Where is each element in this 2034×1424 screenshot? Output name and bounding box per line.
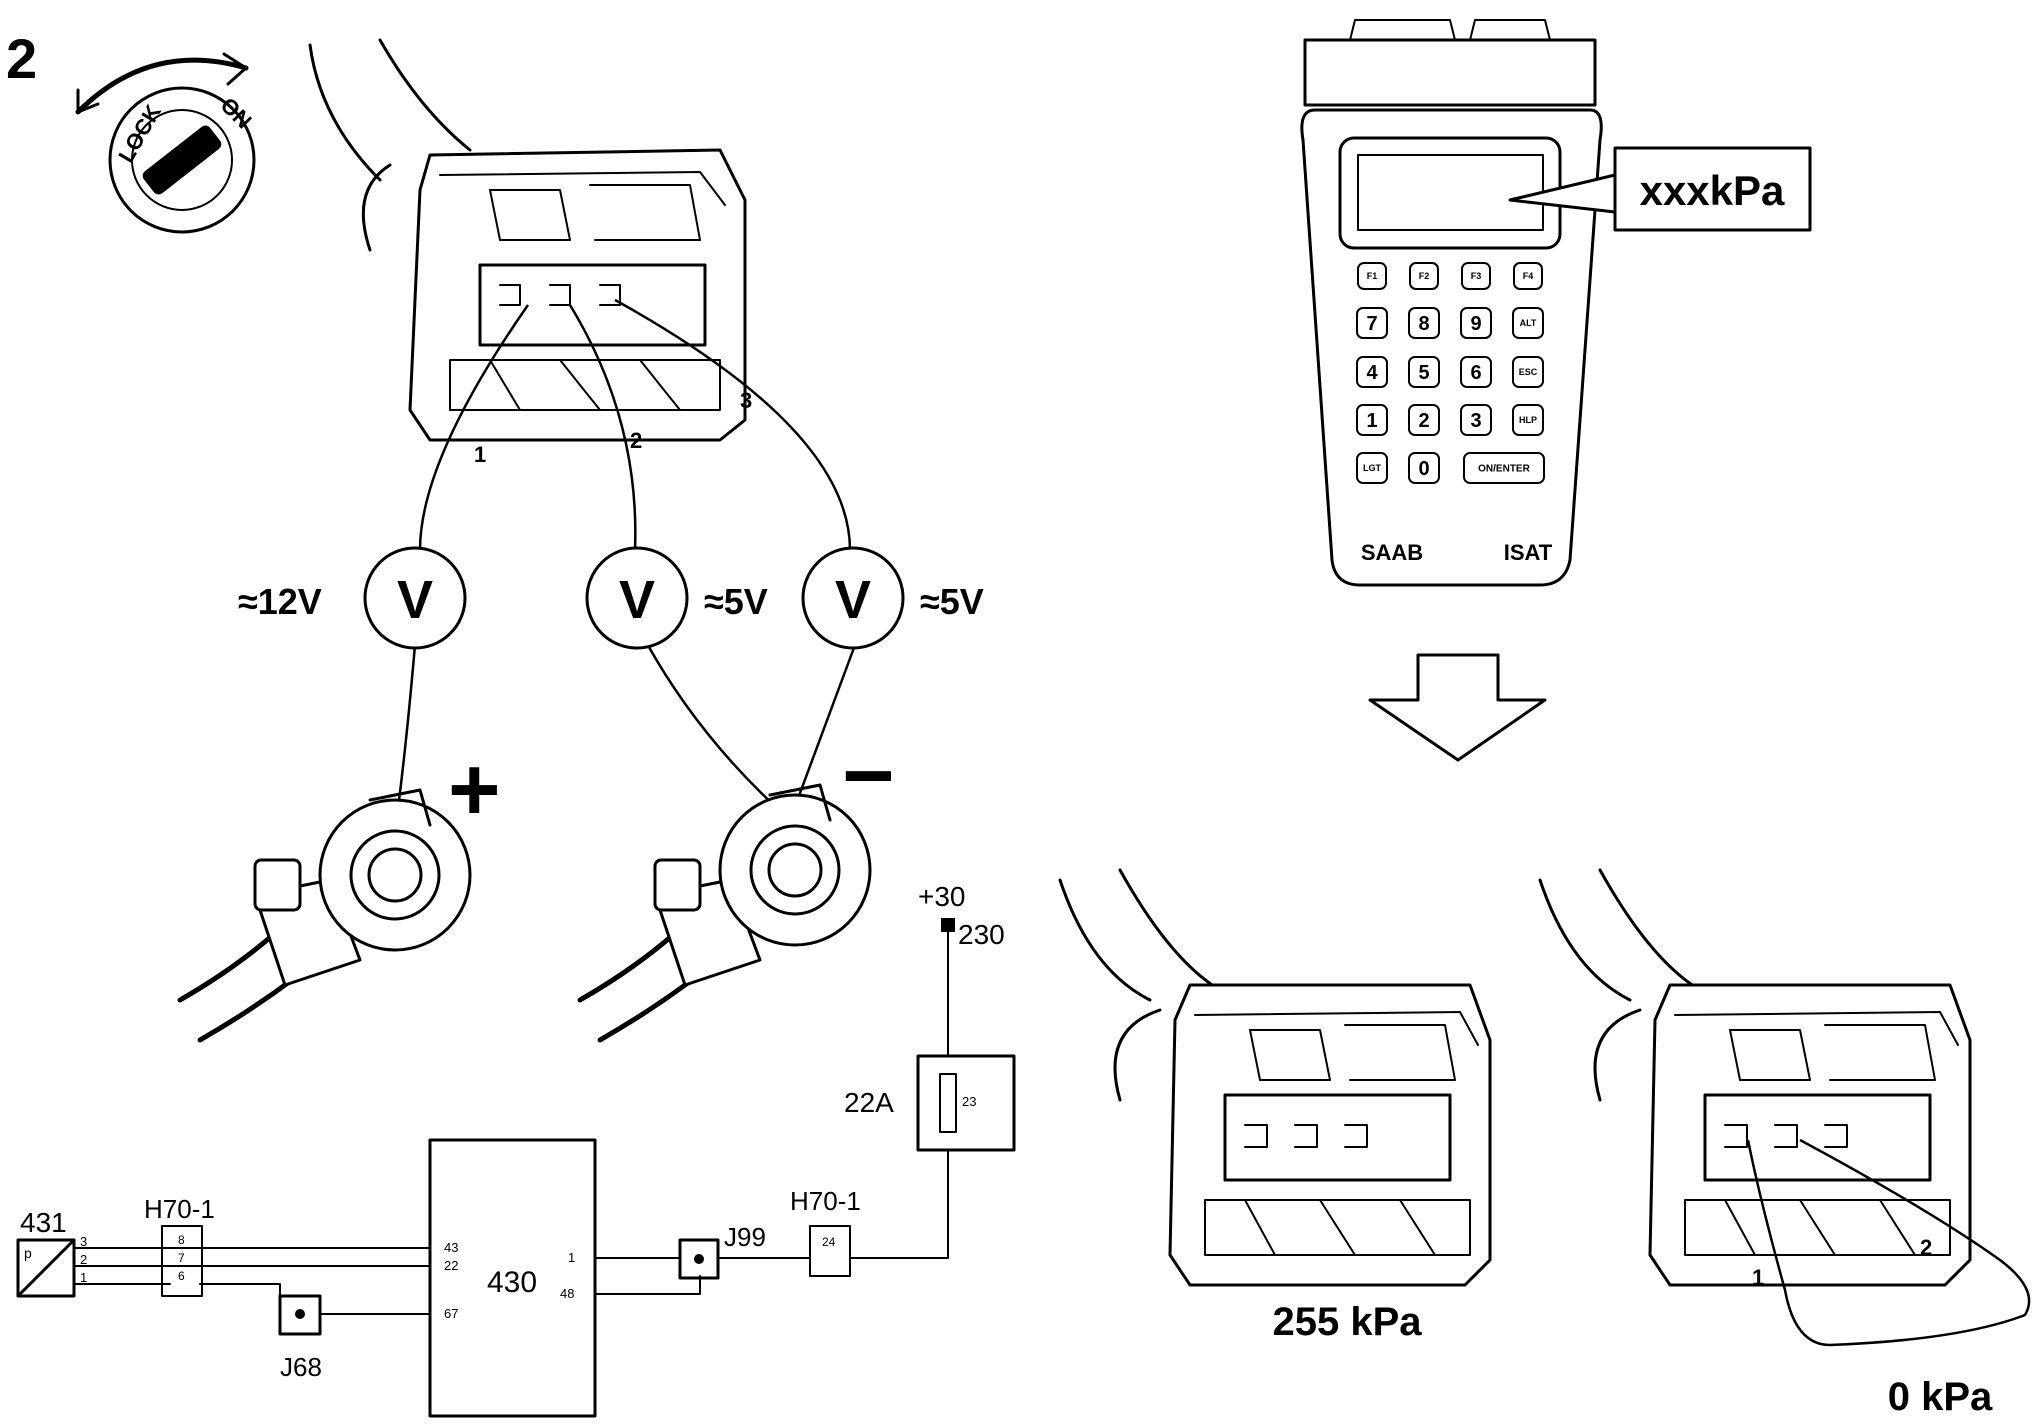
svg-text:8: 8 — [1418, 313, 1429, 335]
isat-tester: F1 F2 F3 F4 7 8 9 ALT 4 5 6 ESC 1 2 3 HLP LGT 0 ON/ENTER S… — [1300, 19, 1603, 587]
ecu-pin-67: 67 — [444, 1306, 458, 1321]
svg-text:0: 0 — [1418, 458, 1429, 480]
voltmeter-2-reading: ≈5V — [704, 581, 768, 622]
voltmeter-3: V ≈5V — [801, 546, 984, 650]
tester-key-4: 4 — [1356, 356, 1388, 388]
tester-brand: SAAB — [1361, 540, 1423, 565]
down-arrow-icon — [1368, 653, 1547, 762]
bridge-pin-2: 2 — [1920, 1235, 1932, 1260]
svg-text:LGT: LGT — [1363, 463, 1381, 473]
tester-key-f2: F2 — [1409, 262, 1439, 290]
tester-key-f1: F1 — [1357, 262, 1387, 290]
tester-readout: xxxkPa — [1640, 167, 1785, 214]
voltmeter-3-symbol: V — [835, 570, 871, 630]
tester-key-5: 5 — [1408, 356, 1440, 388]
svg-text:F2: F2 — [1419, 271, 1430, 281]
tester-model: ISAT — [1504, 540, 1553, 565]
svg-text:5: 5 — [1418, 362, 1429, 384]
result-bridged-kpa: 0 kPa — [1888, 1375, 1993, 1419]
ecu-pin-22: 22 — [444, 1258, 458, 1273]
ignition-switch-icon: LOCK ON — [75, 52, 257, 234]
sensor-pin-2: 2 — [80, 1252, 87, 1267]
battery-terminal-positive: + — [177, 740, 501, 1043]
tester-key-2: 2 — [1408, 404, 1440, 436]
splice-label: J99 — [724, 1222, 766, 1252]
svg-text:F4: F4 — [1523, 271, 1534, 281]
tester-key-3: 3 — [1460, 404, 1492, 436]
tester-key-on-enter: ON/ENTER — [1463, 452, 1545, 484]
connector-right-pin: 24 — [822, 1235, 836, 1249]
connector-left-pin-8: 8 — [178, 1233, 185, 1247]
connector-open: 255 kPa — [1058, 868, 1492, 1344]
lock-label: LOCK — [113, 100, 166, 167]
tester-key-f3: F3 — [1461, 262, 1491, 290]
tester-key-9: 9 — [1460, 307, 1492, 339]
connector-bridged: 1 2 0 kPa — [1538, 868, 2031, 1419]
svg-text:F1: F1 — [1367, 271, 1378, 281]
tester-key-0: 0 — [1408, 452, 1440, 484]
supply-wire-label: 230 — [958, 919, 1005, 950]
connector-left-pin-6: 6 — [178, 1269, 185, 1283]
ground-label: J68 — [280, 1352, 322, 1382]
step-number: 2 — [6, 27, 37, 90]
tester-key-esc: ESC — [1512, 356, 1544, 388]
fuse-number: 23 — [962, 1094, 976, 1109]
tester-readout-callout: xxxkPa — [1508, 146, 1812, 232]
tester-keypad: F1 F2 F3 F4 7 8 9 ALT 4 5 6 ESC 1 2 3 HLP LGT 0 ON/ENTER — [1356, 262, 1545, 484]
svg-text:F3: F3 — [1471, 271, 1482, 281]
svg-text:ESC: ESC — [1519, 367, 1538, 377]
ecu-pin-43: 43 — [444, 1240, 458, 1255]
tester-key-7: 7 — [1356, 307, 1388, 339]
svg-text:HLP: HLP — [1519, 415, 1537, 425]
svg-text:3: 3 — [1470, 410, 1481, 432]
connector-left-label: H70-1 — [144, 1194, 215, 1224]
svg-text:1: 1 — [1366, 410, 1377, 432]
pin-3-label: 3 — [740, 388, 752, 413]
bridge-pin-1: 1 — [1752, 1265, 1764, 1290]
pin-2-label: 2 — [630, 428, 642, 453]
tester-key-6: 6 — [1460, 356, 1492, 388]
voltmeter-2: V ≈5V — [585, 546, 768, 650]
sensor-connector-top: 1 2 3 — [308, 38, 752, 467]
tester-key-1: 1 — [1356, 404, 1388, 436]
supply-label: +30 — [918, 881, 966, 912]
voltmeter-1: V ≈12V — [238, 546, 467, 650]
svg-text:ALT: ALT — [1520, 318, 1537, 328]
tester-key-alt: ALT — [1512, 307, 1544, 339]
svg-text:ON/ENTER: ON/ENTER — [1478, 464, 1530, 475]
sensor-pin-1: 1 — [80, 1270, 87, 1285]
voltmeter-1-reading: ≈12V — [238, 581, 322, 622]
svg-text:9: 9 — [1470, 313, 1481, 335]
plus-sign: + — [448, 740, 501, 840]
ecu-label: 430 — [487, 1266, 537, 1299]
sensor-symbol: p — [24, 1245, 32, 1261]
wiring-schematic: 431 p 3 2 1 H70-1 8 7 6 J68 430 43 22 67… — [16, 881, 1016, 1418]
svg-text:6: 6 — [1470, 362, 1481, 384]
tester-key-8: 8 — [1408, 307, 1440, 339]
ecu-pin-1: 1 — [568, 1250, 575, 1265]
connector-left-pin-7: 7 — [178, 1251, 185, 1265]
svg-text:7: 7 — [1366, 313, 1377, 335]
sensor-pin-3: 3 — [80, 1234, 87, 1249]
svg-text:4: 4 — [1366, 362, 1378, 384]
voltmeter-2-symbol: V — [619, 570, 655, 630]
voltmeter-1-symbol: V — [397, 570, 433, 630]
result-open-kpa: 255 kPa — [1272, 1300, 1422, 1344]
ecu-pin-48: 48 — [560, 1286, 574, 1301]
tester-key-f4: F4 — [1513, 262, 1543, 290]
svg-text:2: 2 — [1418, 410, 1429, 432]
voltmeter-3-reading: ≈5V — [920, 581, 984, 622]
minus-sign: − — [842, 726, 895, 826]
tester-key-hlp: HLP — [1512, 404, 1544, 436]
connector-right-label: H70-1 — [790, 1186, 861, 1216]
battery-terminal-negative: − — [577, 726, 895, 1043]
sensor-label: 431 — [20, 1207, 67, 1238]
fuse-label: 22A — [844, 1087, 894, 1118]
pin-1-label: 1 — [474, 442, 486, 467]
tester-key-lgt: LGT — [1356, 452, 1388, 484]
